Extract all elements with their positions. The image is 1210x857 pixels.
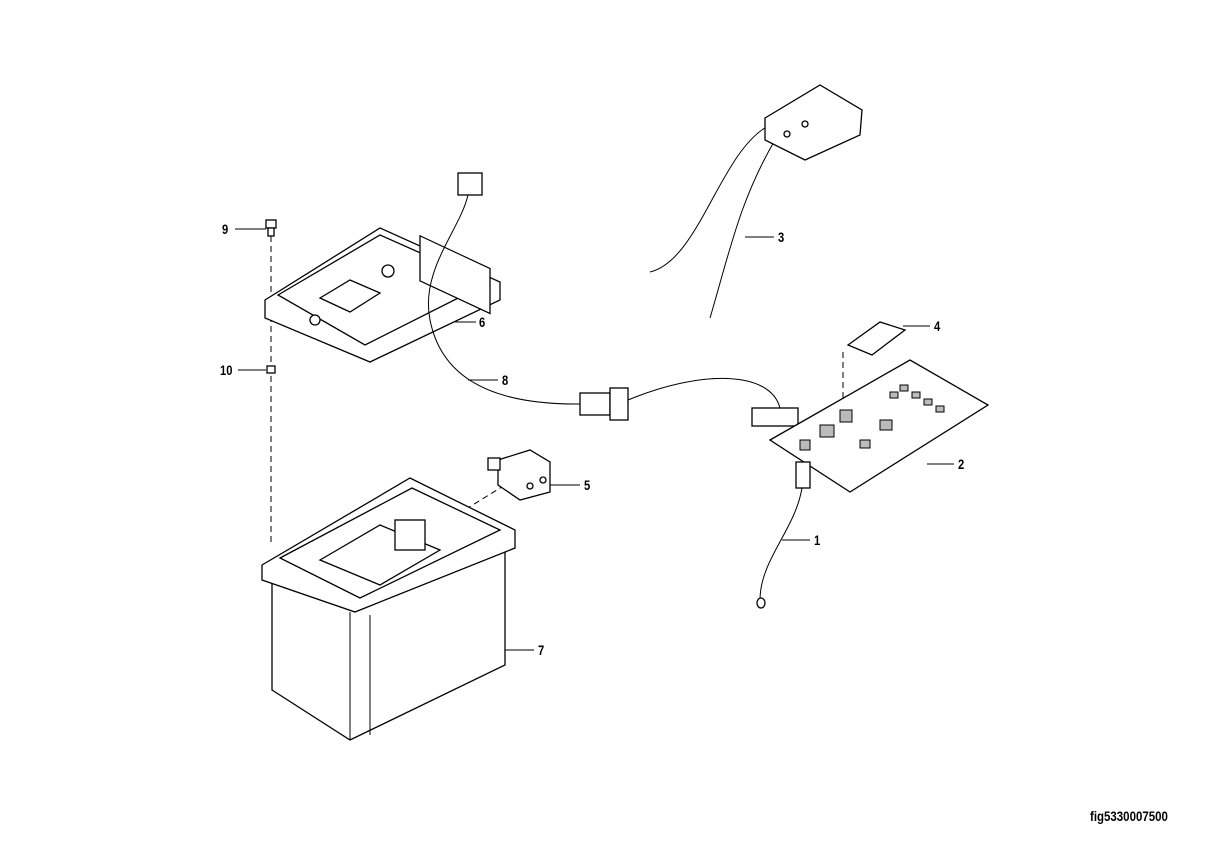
callout-9: 9 xyxy=(222,221,229,237)
sensor-lead-part xyxy=(756,461,811,609)
screw-part xyxy=(265,219,277,237)
callout-2: 2 xyxy=(958,456,965,472)
battery-part xyxy=(261,477,516,741)
figure-id: fig5330007500 xyxy=(1090,808,1168,824)
relay-part xyxy=(487,449,551,501)
callout-6: 6 xyxy=(479,314,486,330)
callout-4: 4 xyxy=(934,318,941,334)
controller-part xyxy=(264,227,501,363)
callout-5: 5 xyxy=(584,477,591,493)
fuse-part xyxy=(846,321,907,356)
nut-part xyxy=(266,365,276,374)
callout-1: 1 xyxy=(814,532,821,548)
callout-7: 7 xyxy=(538,642,545,658)
callout-8: 8 xyxy=(502,372,509,388)
circuit-board-part xyxy=(768,359,990,493)
callout-10: 10 xyxy=(220,362,233,378)
harness-part xyxy=(427,172,799,427)
power-cable-part xyxy=(649,84,863,319)
callout-3: 3 xyxy=(778,229,785,245)
